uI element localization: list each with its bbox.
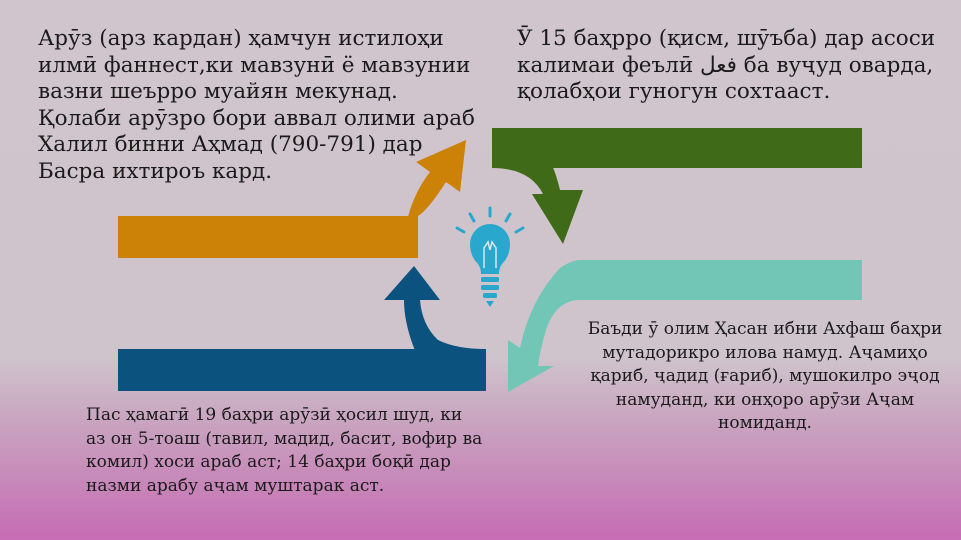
text-block-top-left: Арӯз (арз кардан) ҳамчун истилоҳи илмӣ ф… xyxy=(38,26,475,184)
text-block-bottom-left: Пас ҳамагӣ 19 баҳри арӯзӣ ҳосил шуд, ки … xyxy=(86,405,483,496)
teal-arrow xyxy=(508,260,862,392)
text-block-top-right: Ӯ 15 баҳрро (қисм, шӯъба) дар асоси кали… xyxy=(517,26,957,106)
text-top-right-after: ба вуҷуд оварда, қолабҳои гуногун сохтаа… xyxy=(517,52,934,105)
lightbulb-icon xyxy=(455,206,525,307)
orange-arrow xyxy=(118,140,466,258)
green-arrow xyxy=(492,128,862,244)
text-block-mid-right: Баъди ӯ олим Ҳасан ибни Ахфаш баҳри мута… xyxy=(587,319,943,433)
text-top-right-before: Ӯ 15 баҳрро (қисм, шӯъба) дар асоси кали… xyxy=(517,26,936,78)
navy-arrow xyxy=(118,266,486,391)
arabic-word: فعل xyxy=(700,52,737,78)
